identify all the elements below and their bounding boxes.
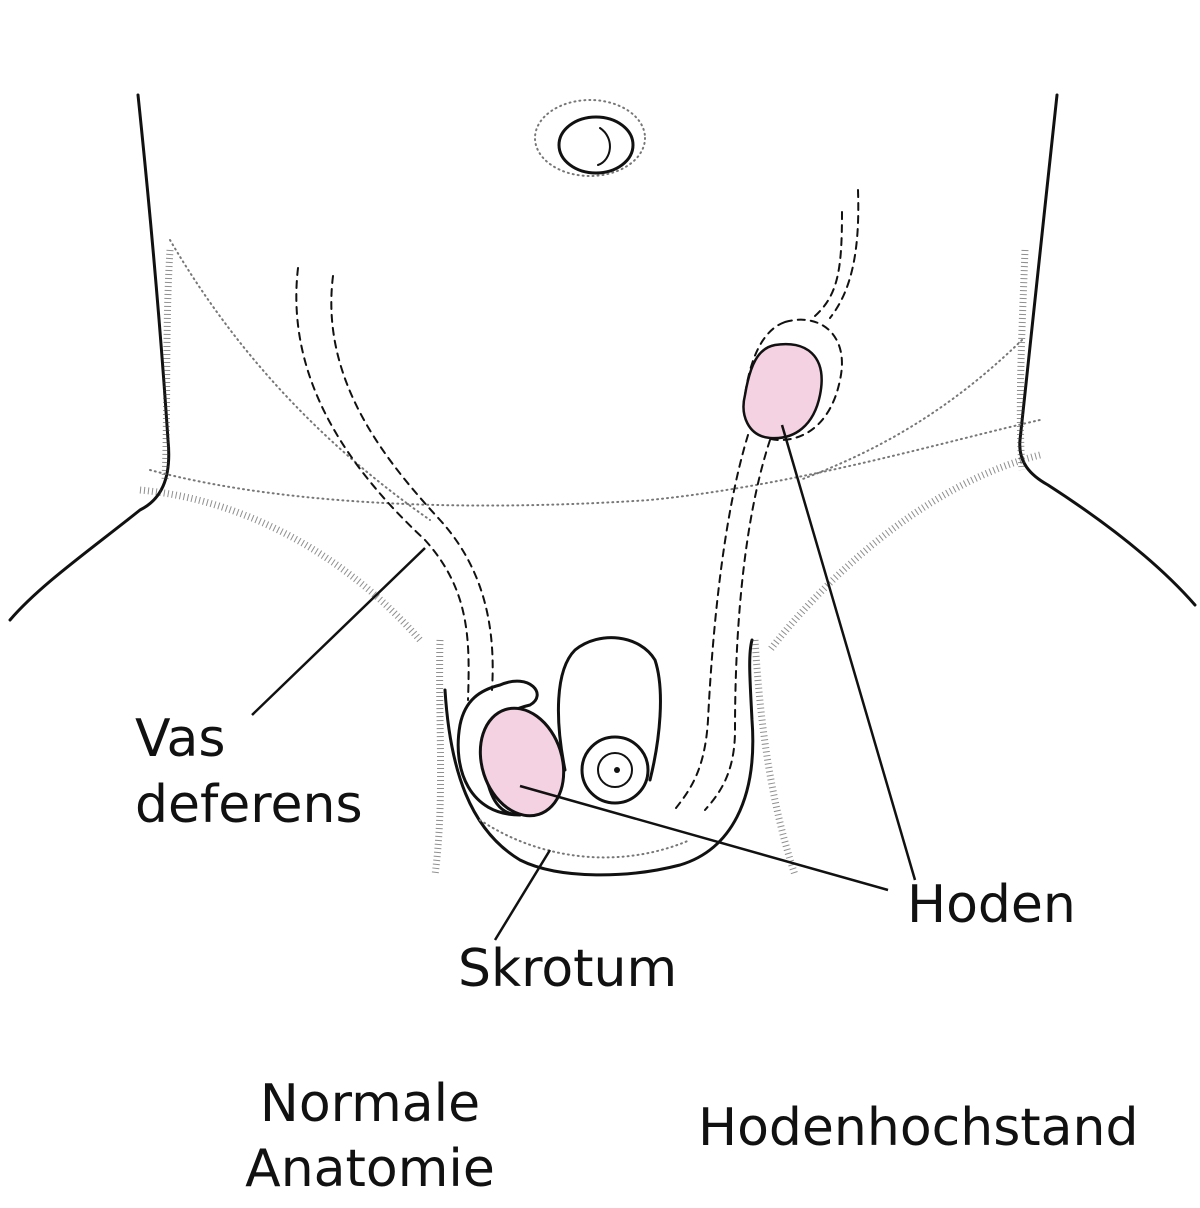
right-cord-lower-a xyxy=(675,434,749,809)
normal-testis xyxy=(478,706,566,818)
right-cord-upper-a xyxy=(829,189,860,319)
right-groin-shading xyxy=(799,339,1023,481)
right-cord-lower-b xyxy=(704,439,771,811)
caption-undescended-testis: Hodenhochstand xyxy=(698,1098,1139,1158)
right-cord-upper-b xyxy=(814,211,843,317)
label-vas-deferens-line2: deferens xyxy=(135,775,363,835)
leader-vas-deferens xyxy=(251,547,426,716)
caption-normal-anatomy-line2: Anatomie xyxy=(245,1139,495,1199)
epididymis xyxy=(456,679,539,817)
left-groin-shading xyxy=(169,239,431,521)
leader-skrotum xyxy=(493,849,552,941)
navel xyxy=(557,115,635,175)
leader-hoden-undescended xyxy=(780,424,917,881)
scrotum-left-shading xyxy=(431,639,445,876)
urethral-opening xyxy=(614,767,620,773)
abdomen-fold xyxy=(149,419,1041,507)
scrotum-right-shading xyxy=(751,639,799,877)
navel-stipple xyxy=(534,99,646,177)
penis-shaft xyxy=(556,636,662,782)
right-body-contour xyxy=(1018,93,1197,607)
label-hoden: Hoden xyxy=(907,875,1076,935)
caption-normal-anatomy-line1: Normale xyxy=(259,1074,481,1134)
scrotum-inner-shading xyxy=(479,819,691,859)
label-skrotum: Skrotum xyxy=(458,939,678,999)
left-body-contour xyxy=(8,93,171,622)
scrotum xyxy=(443,638,755,877)
left-thigh-shading xyxy=(139,486,423,643)
leader-hoden-normal xyxy=(519,784,889,892)
undescended-testis xyxy=(742,342,823,440)
label-vas-deferens-line1: Vas xyxy=(135,709,226,769)
right-thigh-shading xyxy=(767,451,1041,653)
left-vas-deferens-inner xyxy=(330,275,494,691)
left-vas-deferens-outer xyxy=(295,267,470,701)
penis-glans xyxy=(580,735,650,805)
urethral-opening-ring xyxy=(597,752,633,788)
navel-inner xyxy=(597,127,611,166)
